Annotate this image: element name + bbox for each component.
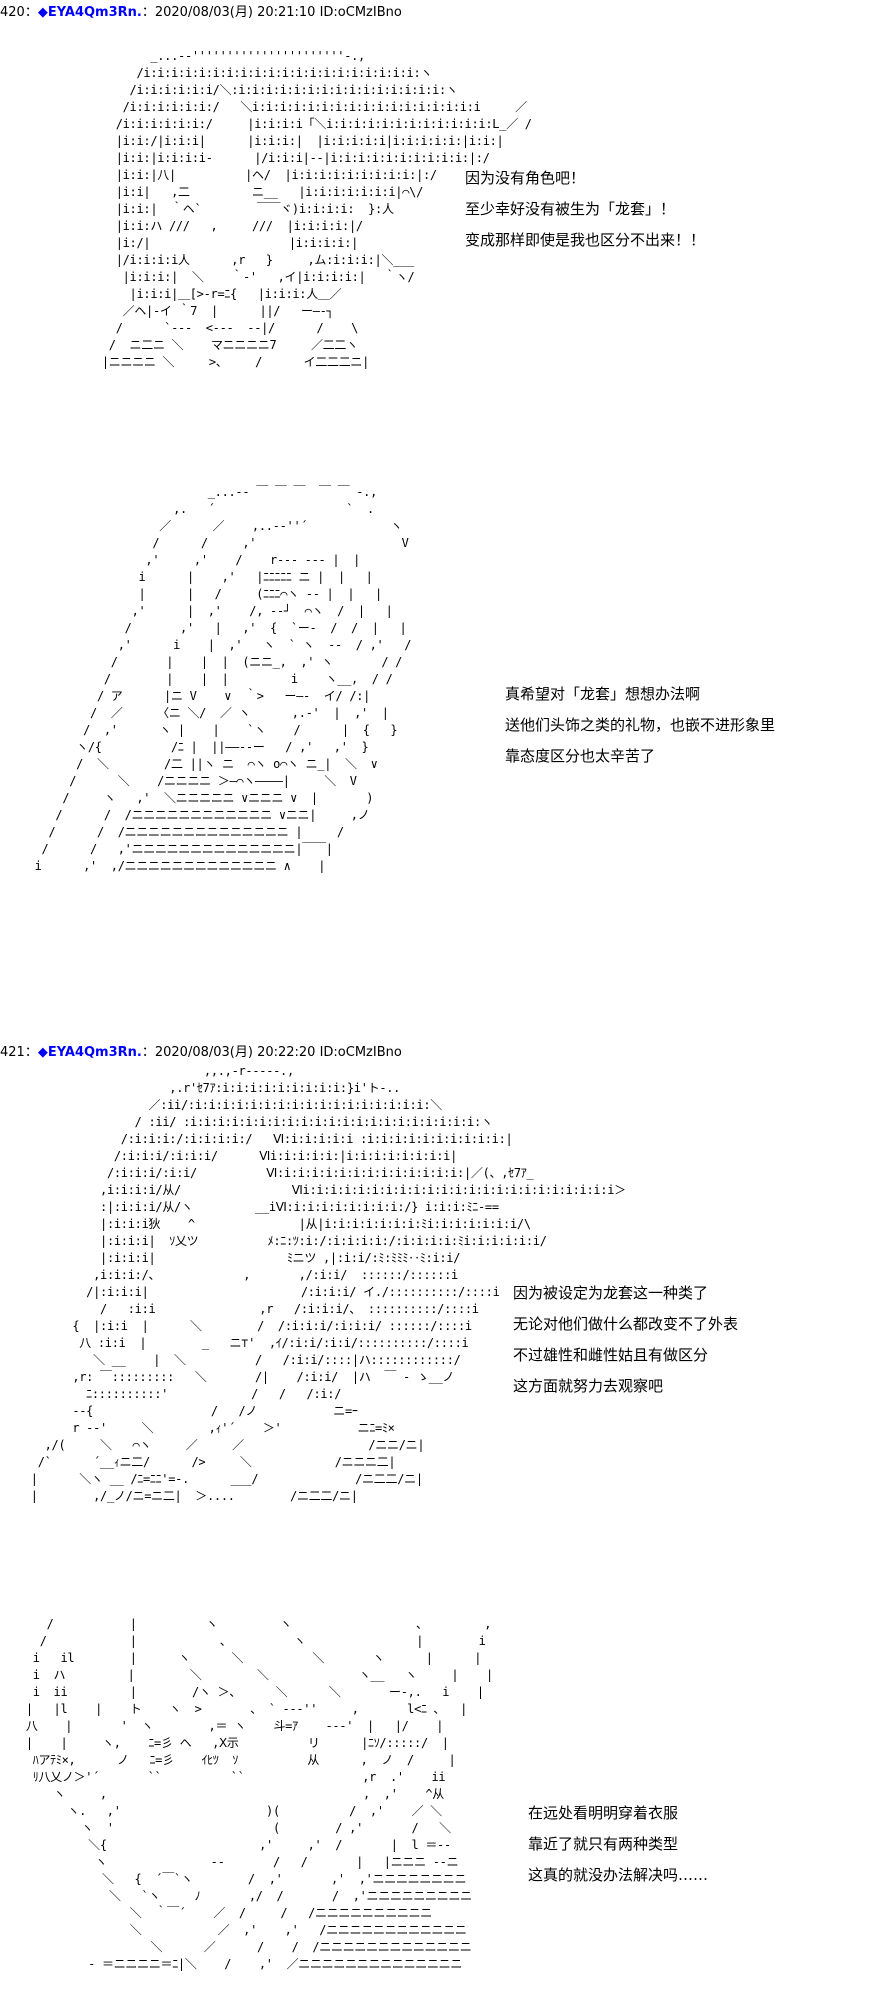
ascii-art-panel: ,,.,-r‐‐‐‐-., ,.r'ｾ7ｱ:i:i:i:i:i:i:i:i:i:… [30,1064,626,1503]
ascii-art-panel: / | ヽ ヽ ､ , / | 、 ヽ | i i il | ヽ ＼ ＼ ヽ |… [25,1617,493,1971]
trip-diamond-icon: ◆ [37,5,48,20]
dialogue-line: 至少幸好没有被生为「龙套」！ [465,200,676,218]
post-header-420: 420：◆EYA4Qm3Rn.：2020/08/03(月) 20:21:10 I… [0,4,887,22]
dialogue-block: 真希望对「龙套」想想办法啊 送他们头饰之类的礼物，也嵌不进形象里 靠态度区分也太… [505,679,775,772]
dialogue-line: 因为被设定为龙套这一种类了 [513,1284,709,1302]
post-separator: ： [24,1045,38,1060]
post-number: 421 [0,1045,25,1060]
dialogue-line: 在远处看明明穿着衣服 [528,1804,679,1822]
poster-name-link[interactable]: EYA4Qm3Rn. [47,5,142,20]
post-number: 420 [0,5,25,20]
dialogue-line: 靠近了就只有两种类型 [528,1835,679,1853]
dialogue-line: 变成那样即使是我也区分不出来！！ [465,231,706,249]
dialogue-block: 在远处看明明穿着衣服 靠近了就只有两种类型 这真的就没办法解决吗…… [528,1798,708,1891]
post-meta: ：2020/08/03(月) 20:22:20 ID:oCMzIBno [141,1045,402,1060]
post-meta: ：2020/08/03(月) 20:21:10 ID:oCMzIBno [141,5,402,20]
dialogue-block: 因为没有角色吧！ 至少幸好没有被生为「龙套」！ 变成那样即使是我也区分不出来！！ [465,163,705,256]
post-separator: ： [24,5,38,20]
post-header-421: 421：◆EYA4Qm3Rn.：2020/08/03(月) 20:22:20 I… [0,1044,887,1062]
dialogue-line: 送他们头饰之类的礼物，也嵌不进形象里 [505,716,776,734]
dialogue-line: 这方面就努力去观察吧 [513,1377,664,1395]
dialogue-line: 靠态度区分也太辛苦了 [505,747,656,765]
dialogue-line: 无论对他们做什么都改变不了外表 [513,1315,739,1333]
dialogue-line: 真希望对「龙套」想想办法啊 [505,685,701,703]
trip-diamond-icon: ◆ [37,1045,48,1060]
dialogue-line: 这真的就没办法解决吗…… [528,1866,709,1884]
dialogue-line: 不过雄性和雌性姑且有做区分 [513,1346,709,1364]
ascii-art-panel: _...-‐ ￣ ￣ ￣ ￣ ￣ -., ,. ´ ` . ／ ／ ,..-‐'… [34,485,412,873]
poster-name-link[interactable]: EYA4Qm3Rn. [47,1045,142,1060]
dialogue-line: 因为没有角色吧！ [465,169,586,187]
dialogue-block: 因为被设定为龙套这一种类了 无论对他们做什么都改变不了外表 不过雄性和雌性姑且有… [513,1278,738,1402]
ascii-art-panel: _...-‐''''''''''''''''''''''-., /i:i:i:i… [101,49,532,369]
